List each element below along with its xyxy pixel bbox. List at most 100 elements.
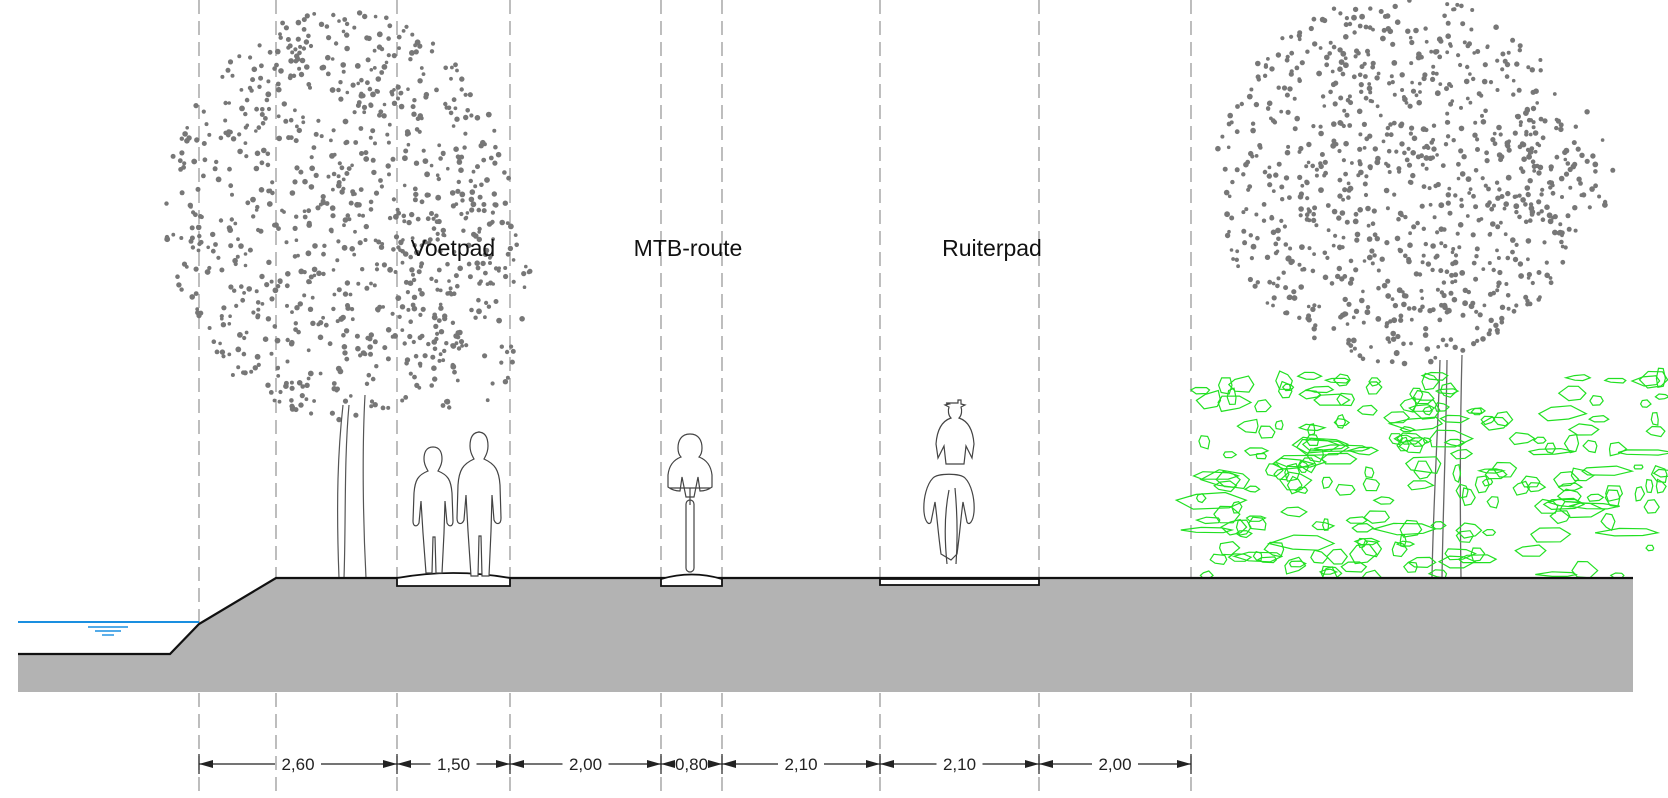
canopy-dot [1398,317,1404,323]
canopy-dot [164,201,169,206]
canopy-dot [1304,212,1310,217]
canopy-dot [1337,66,1343,72]
canopy-dot [1331,44,1337,50]
shrub-outline [1434,402,1451,412]
canopy-dot [1283,285,1289,291]
canopy-dot [1328,89,1333,95]
canopy-dot [1222,166,1228,172]
canopy-dot [1537,143,1542,148]
canopy-dot [309,411,314,416]
canopy-dot [233,221,238,226]
canopy-dot [1376,71,1381,76]
canopy-dot [307,370,314,377]
canopy-dot [1322,250,1328,256]
shrubs-icon [1174,367,1668,588]
shrub-outline [1549,510,1571,525]
canopy-dot [431,365,437,372]
canopy-dot [1298,191,1304,197]
canopy-dot [329,205,336,211]
canopy-dot [288,135,294,141]
canopy-dot [295,19,302,26]
shrub-outline [1393,434,1416,444]
canopy-dot [338,316,345,322]
canopy-dot [1367,25,1373,30]
canopy-dot [413,43,418,48]
canopy-dot [235,254,240,259]
shrub-outline [1480,416,1509,431]
canopy-dot [330,213,336,219]
canopy-dot [274,337,281,344]
canopy-dot [400,328,405,332]
canopy-dot [1353,211,1359,217]
canopy-dot [1468,72,1472,76]
canopy-dot [256,125,262,130]
canopy-dot [445,261,450,267]
canopy-dot [301,27,307,32]
canopy-dot [369,399,375,404]
canopy-dot [324,201,330,206]
canopy-dot [359,77,364,83]
canopy-dot [1610,167,1616,173]
canopy-dot [460,344,464,348]
canopy-dot [1265,106,1271,111]
canopy-dot [1481,78,1488,85]
canopy-dot [1474,254,1479,259]
canopy-dot [1536,199,1542,205]
canopy-dot [1431,146,1437,152]
canopy-dot [1346,195,1351,200]
canopy-dot [419,333,425,339]
canopy-dot [289,190,296,196]
shrub-outline [1288,560,1307,568]
canopy-dot [320,194,326,200]
canopy-dot [1386,148,1392,154]
canopy-dot [381,305,386,309]
canopy-dot [336,416,342,423]
canopy-dot [372,283,377,288]
canopy-dot [434,336,439,342]
canopy-dot [1347,94,1352,99]
canopy-dot [392,333,398,339]
canopy-dot [1409,61,1414,66]
shrub-outline [1430,520,1447,530]
canopy-dot [1483,108,1488,114]
canopy-dot [430,354,436,360]
canopy-dot [1514,114,1519,119]
canopy-dot [1389,74,1394,79]
shrub-outline [1492,461,1518,478]
canopy-dot [1391,317,1398,324]
canopy-dot [422,239,428,245]
canopy-dot [1475,338,1480,343]
canopy-dot [1474,246,1480,252]
canopy-dot [1400,88,1405,92]
shrub-outline [1476,468,1506,474]
canopy-dot [288,58,294,64]
canopy-dot [393,213,399,220]
canopy-dot [237,132,242,137]
canopy-dot [372,339,378,345]
canopy-dot [1450,250,1455,255]
canopy-dot [366,35,372,42]
canopy-dot [508,223,514,230]
footpath-label: Voetpad [411,235,495,261]
canopy-dot [1528,205,1535,212]
dimension-label: 2,10 [943,755,976,774]
canopy-dot [249,369,254,374]
canopy-dot [453,333,459,339]
canopy-dot [1347,123,1353,128]
canopy-dot [308,274,314,280]
canopy-dot [254,150,261,157]
canopy-dot [440,403,446,408]
canopy-dot [386,53,391,58]
canopy-dot [225,132,231,138]
canopy-dot [1312,205,1318,211]
canopy-dot [1357,207,1363,213]
canopy-dot [406,142,411,147]
canopy-dot [1392,3,1398,10]
canopy-dot [364,381,370,386]
canopy-dot [1423,26,1428,31]
canopy-dot [298,402,304,408]
shrub-outline [1638,370,1668,389]
canopy-dot [375,306,381,313]
shrub-outline [1362,477,1381,492]
shrub-outline [1252,550,1263,562]
